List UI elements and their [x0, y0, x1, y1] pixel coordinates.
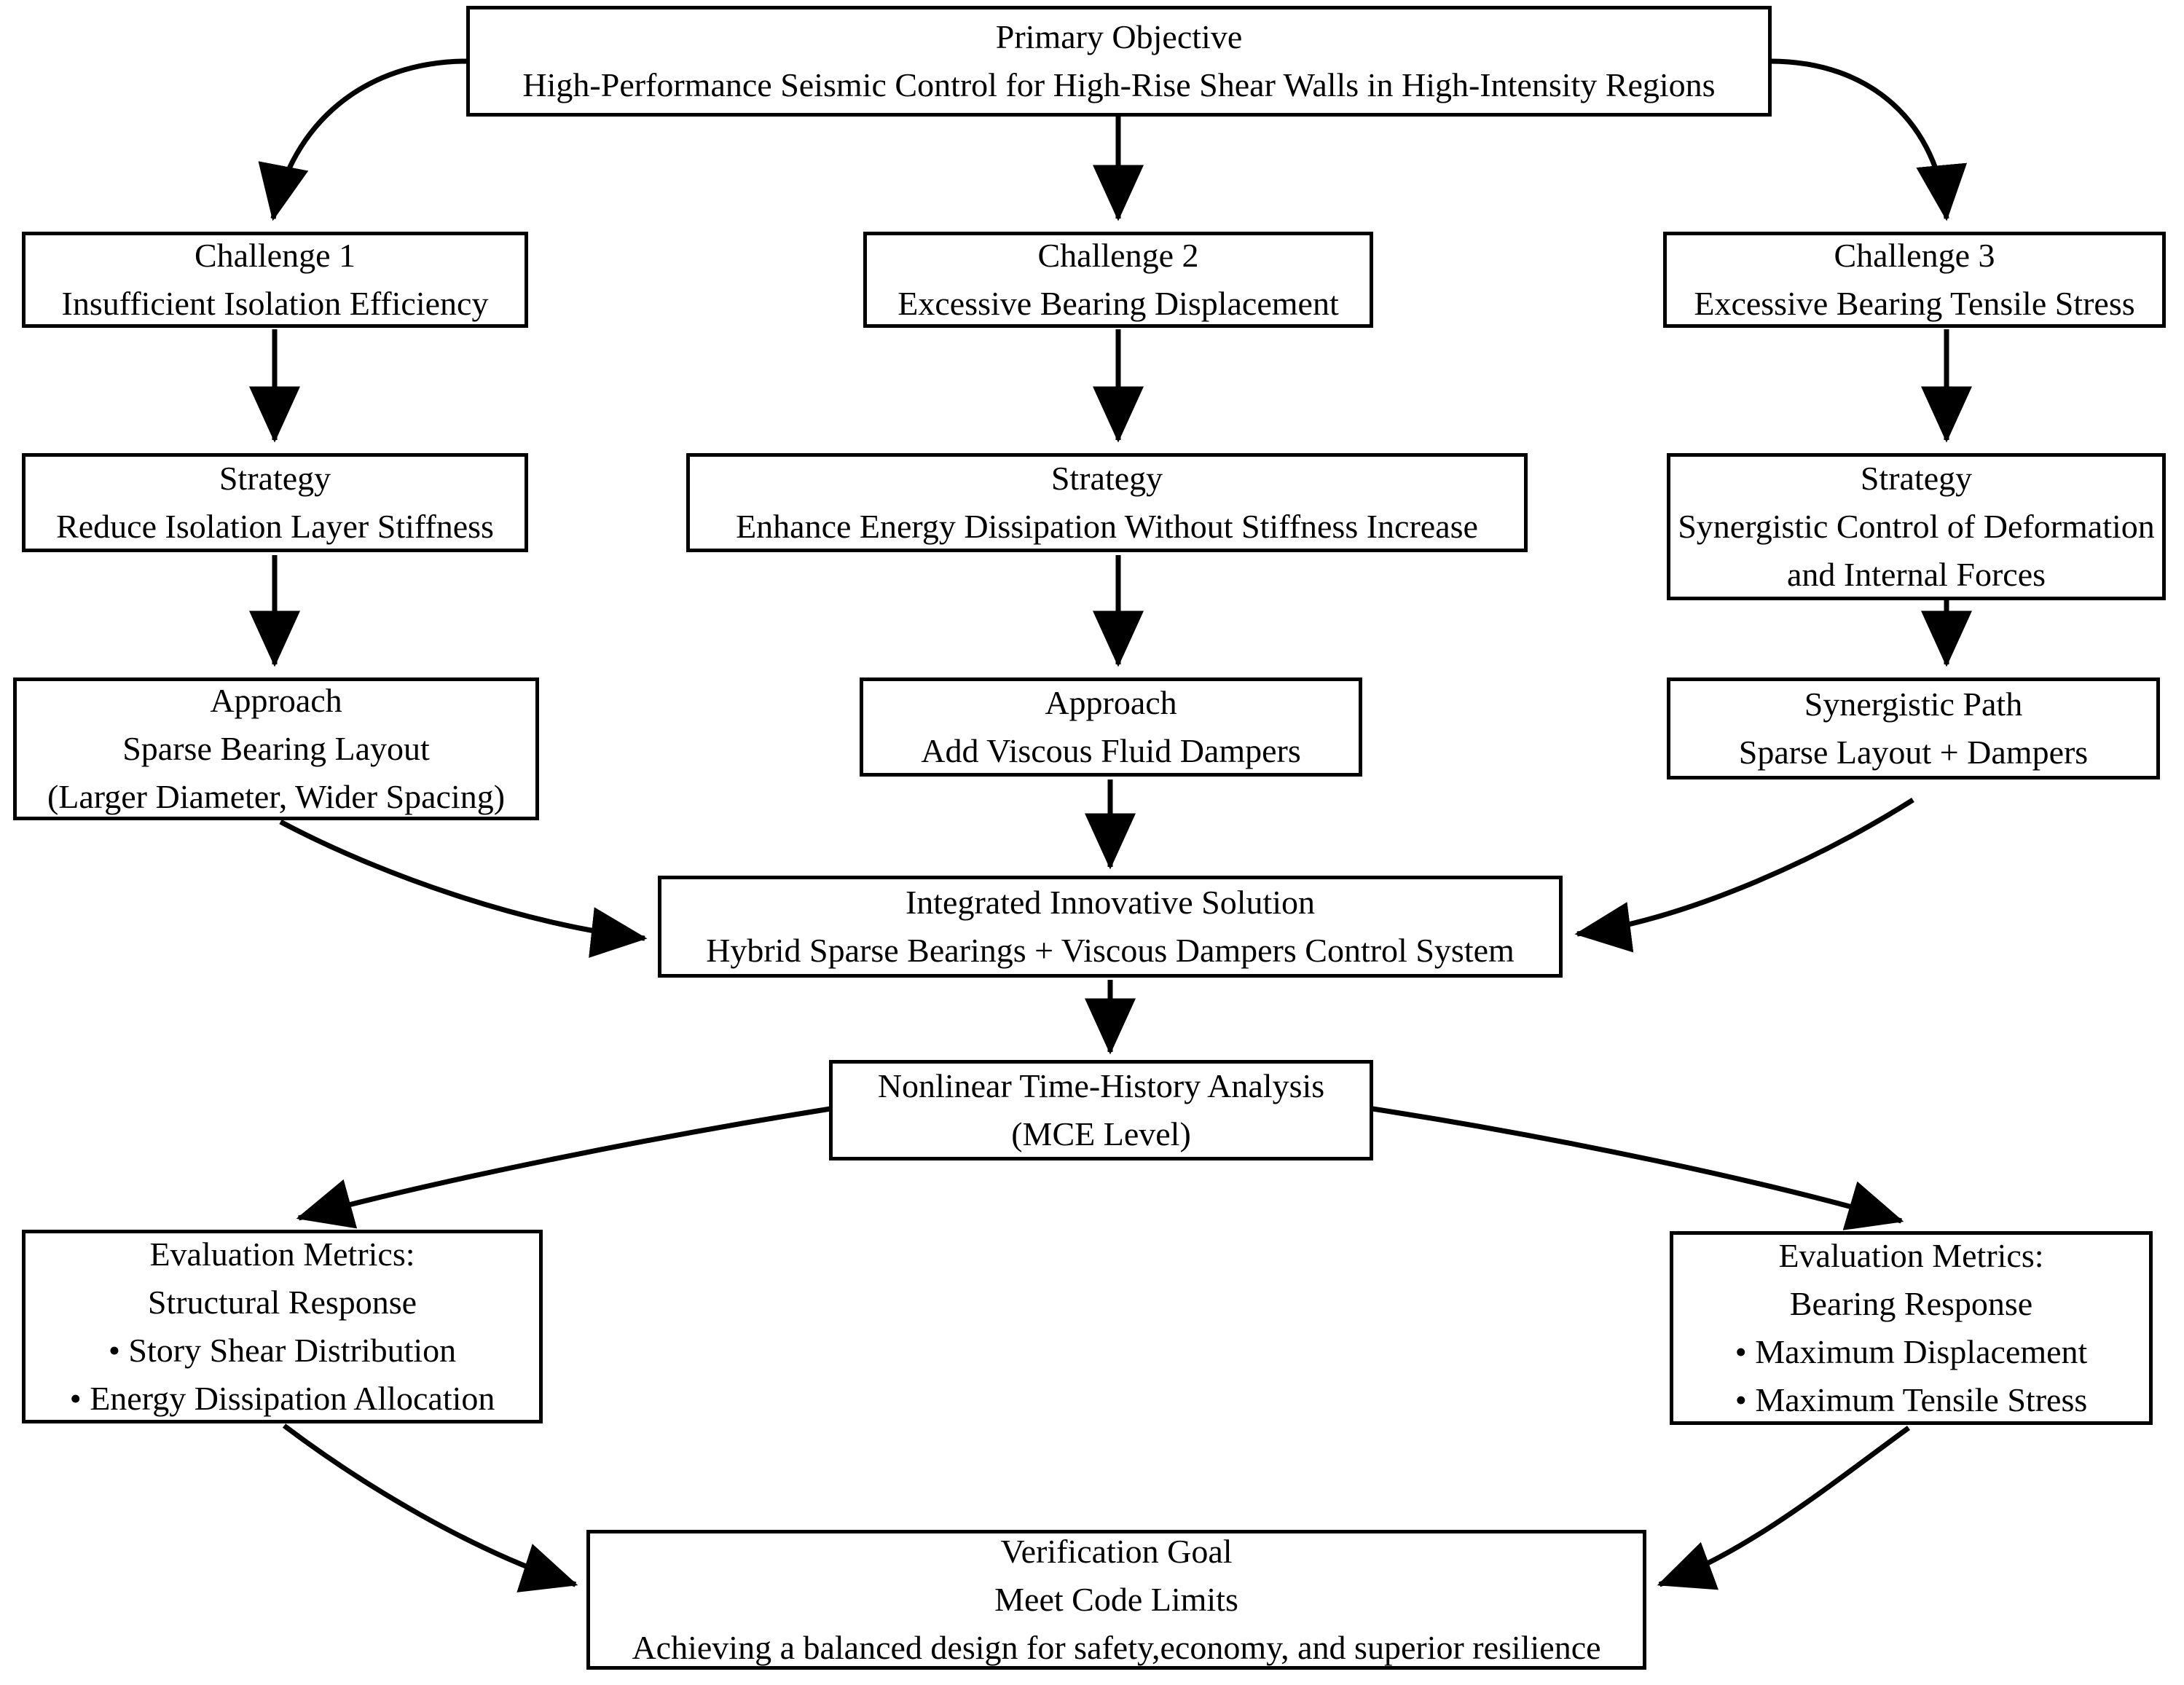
approach1-text-2: (Larger Diameter, Wider Spacing) — [47, 778, 506, 816]
node-nonlinear-analysis[interactable]: Nonlinear Time-History Analysis (MCE Lev… — [829, 1060, 1373, 1160]
node-approach-1[interactable]: Approach Sparse Bearing Layout (Larger D… — [13, 677, 539, 820]
metrics-bearing-title: Evaluation Metrics: — [1778, 1236, 2044, 1274]
strategy1-text: Reduce Isolation Layer Stiffness — [56, 508, 494, 545]
approach2-title: Approach — [1045, 683, 1177, 721]
node-metrics-structural[interactable]: Evaluation Metrics: Structural Response … — [22, 1230, 543, 1423]
node-strategy-2[interactable]: Strategy Enhance Energy Dissipation With… — [686, 453, 1528, 552]
verification-title: Verification Goal — [1000, 1532, 1233, 1570]
node-challenge-3[interactable]: Challenge 3 Excessive Bearing Tensile St… — [1663, 232, 2166, 328]
metrics-bearing-bullet-2: • Maximum Tensile Stress — [1735, 1381, 2088, 1419]
objective-subtitle: High-Performance Seismic Control for Hig… — [522, 66, 1716, 103]
approach1-title: Approach — [210, 681, 342, 719]
node-approach-2[interactable]: Approach Add Viscous Fluid Dampers — [860, 677, 1362, 777]
approach2-text: Add Viscous Fluid Dampers — [921, 732, 1301, 769]
analysis-level: (MCE Level) — [1011, 1115, 1191, 1152]
strategy3-text-1: Synergistic Control of Deformation — [1678, 507, 2155, 545]
node-strategy-3[interactable]: Strategy Synergistic Control of Deformat… — [1667, 453, 2166, 600]
challenge1-title: Challenge 1 — [195, 236, 356, 274]
approach1-text-1: Sparse Bearing Layout — [122, 729, 430, 767]
analysis-title: Nonlinear Time-History Analysis — [877, 1067, 1325, 1104]
edge-analysis-to-metrics-bearing — [1372, 1106, 1904, 1230]
metrics-bearing-bullet-1: • Maximum Displacement — [1735, 1333, 2088, 1370]
node-integrated-solution[interactable]: Integrated Innovative Solution Hybrid Sp… — [658, 876, 1563, 978]
edge-synergistic-to-integrated — [1574, 798, 1914, 953]
challenge1-text: Insufficient Isolation Efficiency — [61, 285, 489, 322]
strategy2-text: Enhance Energy Dissipation Without Stiff… — [736, 508, 1478, 545]
node-challenge-2[interactable]: Challenge 2 Excessive Bearing Displaceme… — [863, 232, 1373, 328]
verification-text-1: Meet Code Limits — [994, 1580, 1238, 1618]
challenge2-title: Challenge 2 — [1037, 236, 1199, 274]
metrics-structural-bullet-2: • Energy Dissipation Allocation — [69, 1380, 495, 1418]
integrated-text: Hybrid Sparse Bearings + Viscous Dampers… — [706, 932, 1515, 969]
metrics-structural-subtitle: Structural Response — [147, 1283, 417, 1321]
node-strategy-1[interactable]: Strategy Reduce Isolation Layer Stiffnes… — [22, 453, 528, 552]
metrics-bearing-subtitle: Bearing Response — [1789, 1284, 2033, 1322]
node-primary-objective[interactable]: Primary Objective High-Performance Seism… — [466, 6, 1772, 117]
metrics-structural-bullet-1: • Story Shear Distribution — [108, 1332, 457, 1369]
node-metrics-bearing[interactable]: Evaluation Metrics: Bearing Response • M… — [1670, 1231, 2153, 1425]
strategy2-title: Strategy — [1050, 459, 1163, 497]
edge-objective-to-challenge3 — [1769, 58, 1968, 221]
node-verification-goal[interactable]: Verification Goal Meet Code Limits Achie… — [586, 1530, 1646, 1670]
strategy3-text-2: and Internal Forces — [1786, 556, 2046, 594]
integrated-title: Integrated Innovative Solution — [905, 883, 1316, 921]
synergistic-title: Synergistic Path — [1804, 685, 2023, 723]
challenge2-text: Excessive Bearing Displacement — [897, 285, 1339, 322]
edge-metrics-bearing-to-verification — [1657, 1426, 1911, 1590]
metrics-structural-title: Evaluation Metrics: — [149, 1235, 415, 1273]
edge-metrics-structural-to-verification — [282, 1423, 578, 1592]
challenge3-text: Excessive Bearing Tensile Stress — [1694, 285, 2135, 322]
edge-analysis-to-metrics-structural — [296, 1106, 831, 1229]
strategy3-title: Strategy — [1860, 459, 1973, 497]
node-challenge-1[interactable]: Challenge 1 Insufficient Isolation Effic… — [22, 232, 528, 328]
node-synergistic-path[interactable]: Synergistic Path Sparse Layout + Dampers — [1667, 677, 2160, 779]
verification-text-2: Achieving a balanced design for safety,e… — [632, 1629, 1601, 1667]
objective-title: Primary Objective — [995, 17, 1243, 55]
edge-approach1-to-integrated — [279, 819, 648, 958]
challenge3-title: Challenge 3 — [1834, 236, 1995, 274]
edge-objective-to-challenge1 — [258, 58, 468, 221]
synergistic-text: Sparse Layout + Dampers — [1738, 734, 2089, 771]
strategy1-title: Strategy — [219, 459, 331, 497]
